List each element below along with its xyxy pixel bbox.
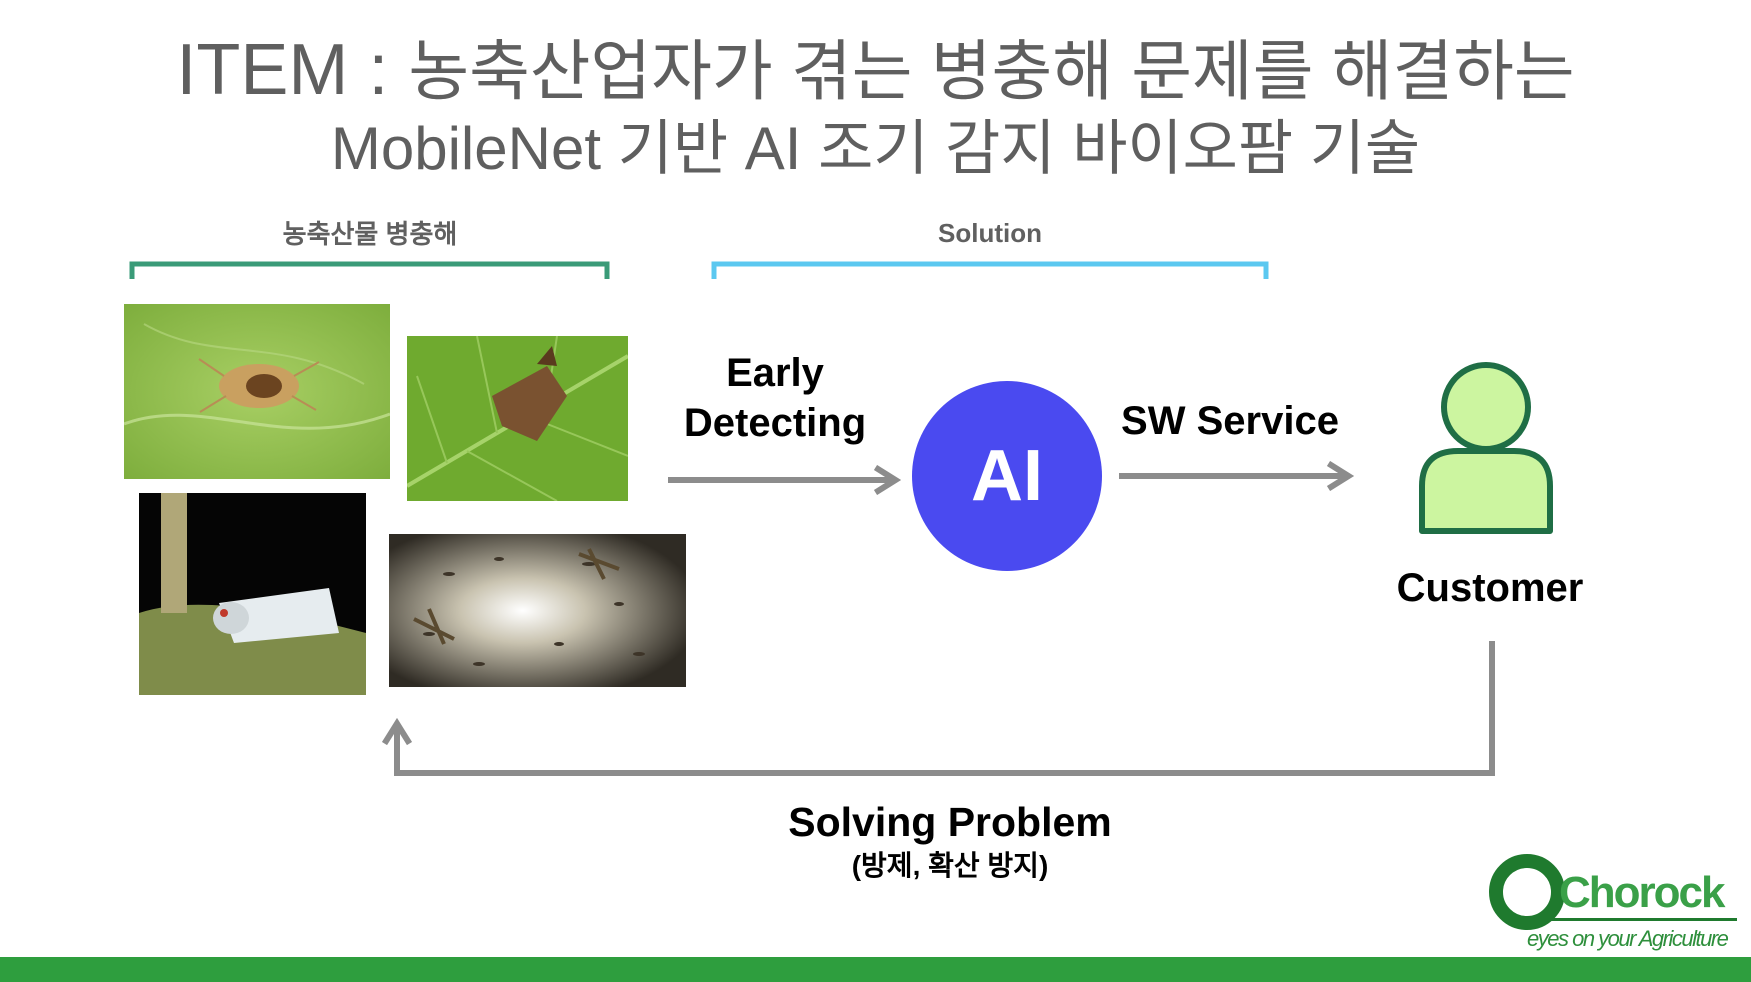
early-label: Early <box>726 351 824 395</box>
ai-node: AI <box>912 381 1102 571</box>
solving-problem-label: Solving Problem <box>788 799 1112 845</box>
title-item-prefix: ITEM : <box>176 30 409 110</box>
title-line-1: ITEM : 농축산업자가 겪는 병충해 문제를 해결하는 <box>0 30 1751 111</box>
sw-service-label: SW Service <box>1121 399 1339 443</box>
mite-on-leaf-photo <box>124 304 390 479</box>
pests-group-label: 농축산물 병충해 <box>282 219 458 249</box>
solution-bracket <box>711 261 1269 279</box>
detecting-label: Detecting <box>683 401 867 445</box>
planthopper-on-branch-photo <box>139 493 366 695</box>
solving-problem-sublabel: (방제, 확산 방지) <box>851 850 1049 881</box>
page-title: ITEM : 농축산업자가 겪는 병충해 문제를 해결하는 MobileNet … <box>0 30 1751 182</box>
logo-word: Chorock <box>1559 868 1725 917</box>
early-detecting-label: Early Detecting <box>660 348 890 448</box>
title-line-1-korean: 농축산업자가 겪는 병충해 문제를 해결하는 <box>408 34 1575 108</box>
chorock-logo-icon: Chorock eyes on your Agriculture <box>1485 852 1745 952</box>
locust-swarm-photo <box>389 534 686 687</box>
person-icon <box>1419 362 1553 534</box>
bottom-bar <box>0 957 1751 982</box>
title-line-2: MobileNet 기반 AI 조기 감지 바이오팜 기술 <box>330 114 1421 182</box>
moth-on-leaf-photo <box>407 336 628 501</box>
logo-tagline: eyes on your Agriculture <box>1527 926 1729 951</box>
pests-bracket <box>129 261 610 279</box>
solution-group-label: Solution <box>938 218 1042 248</box>
up-arrow-icon <box>381 641 1495 776</box>
customer-label: Customer <box>1396 566 1584 610</box>
logo-underline <box>1541 918 1737 921</box>
